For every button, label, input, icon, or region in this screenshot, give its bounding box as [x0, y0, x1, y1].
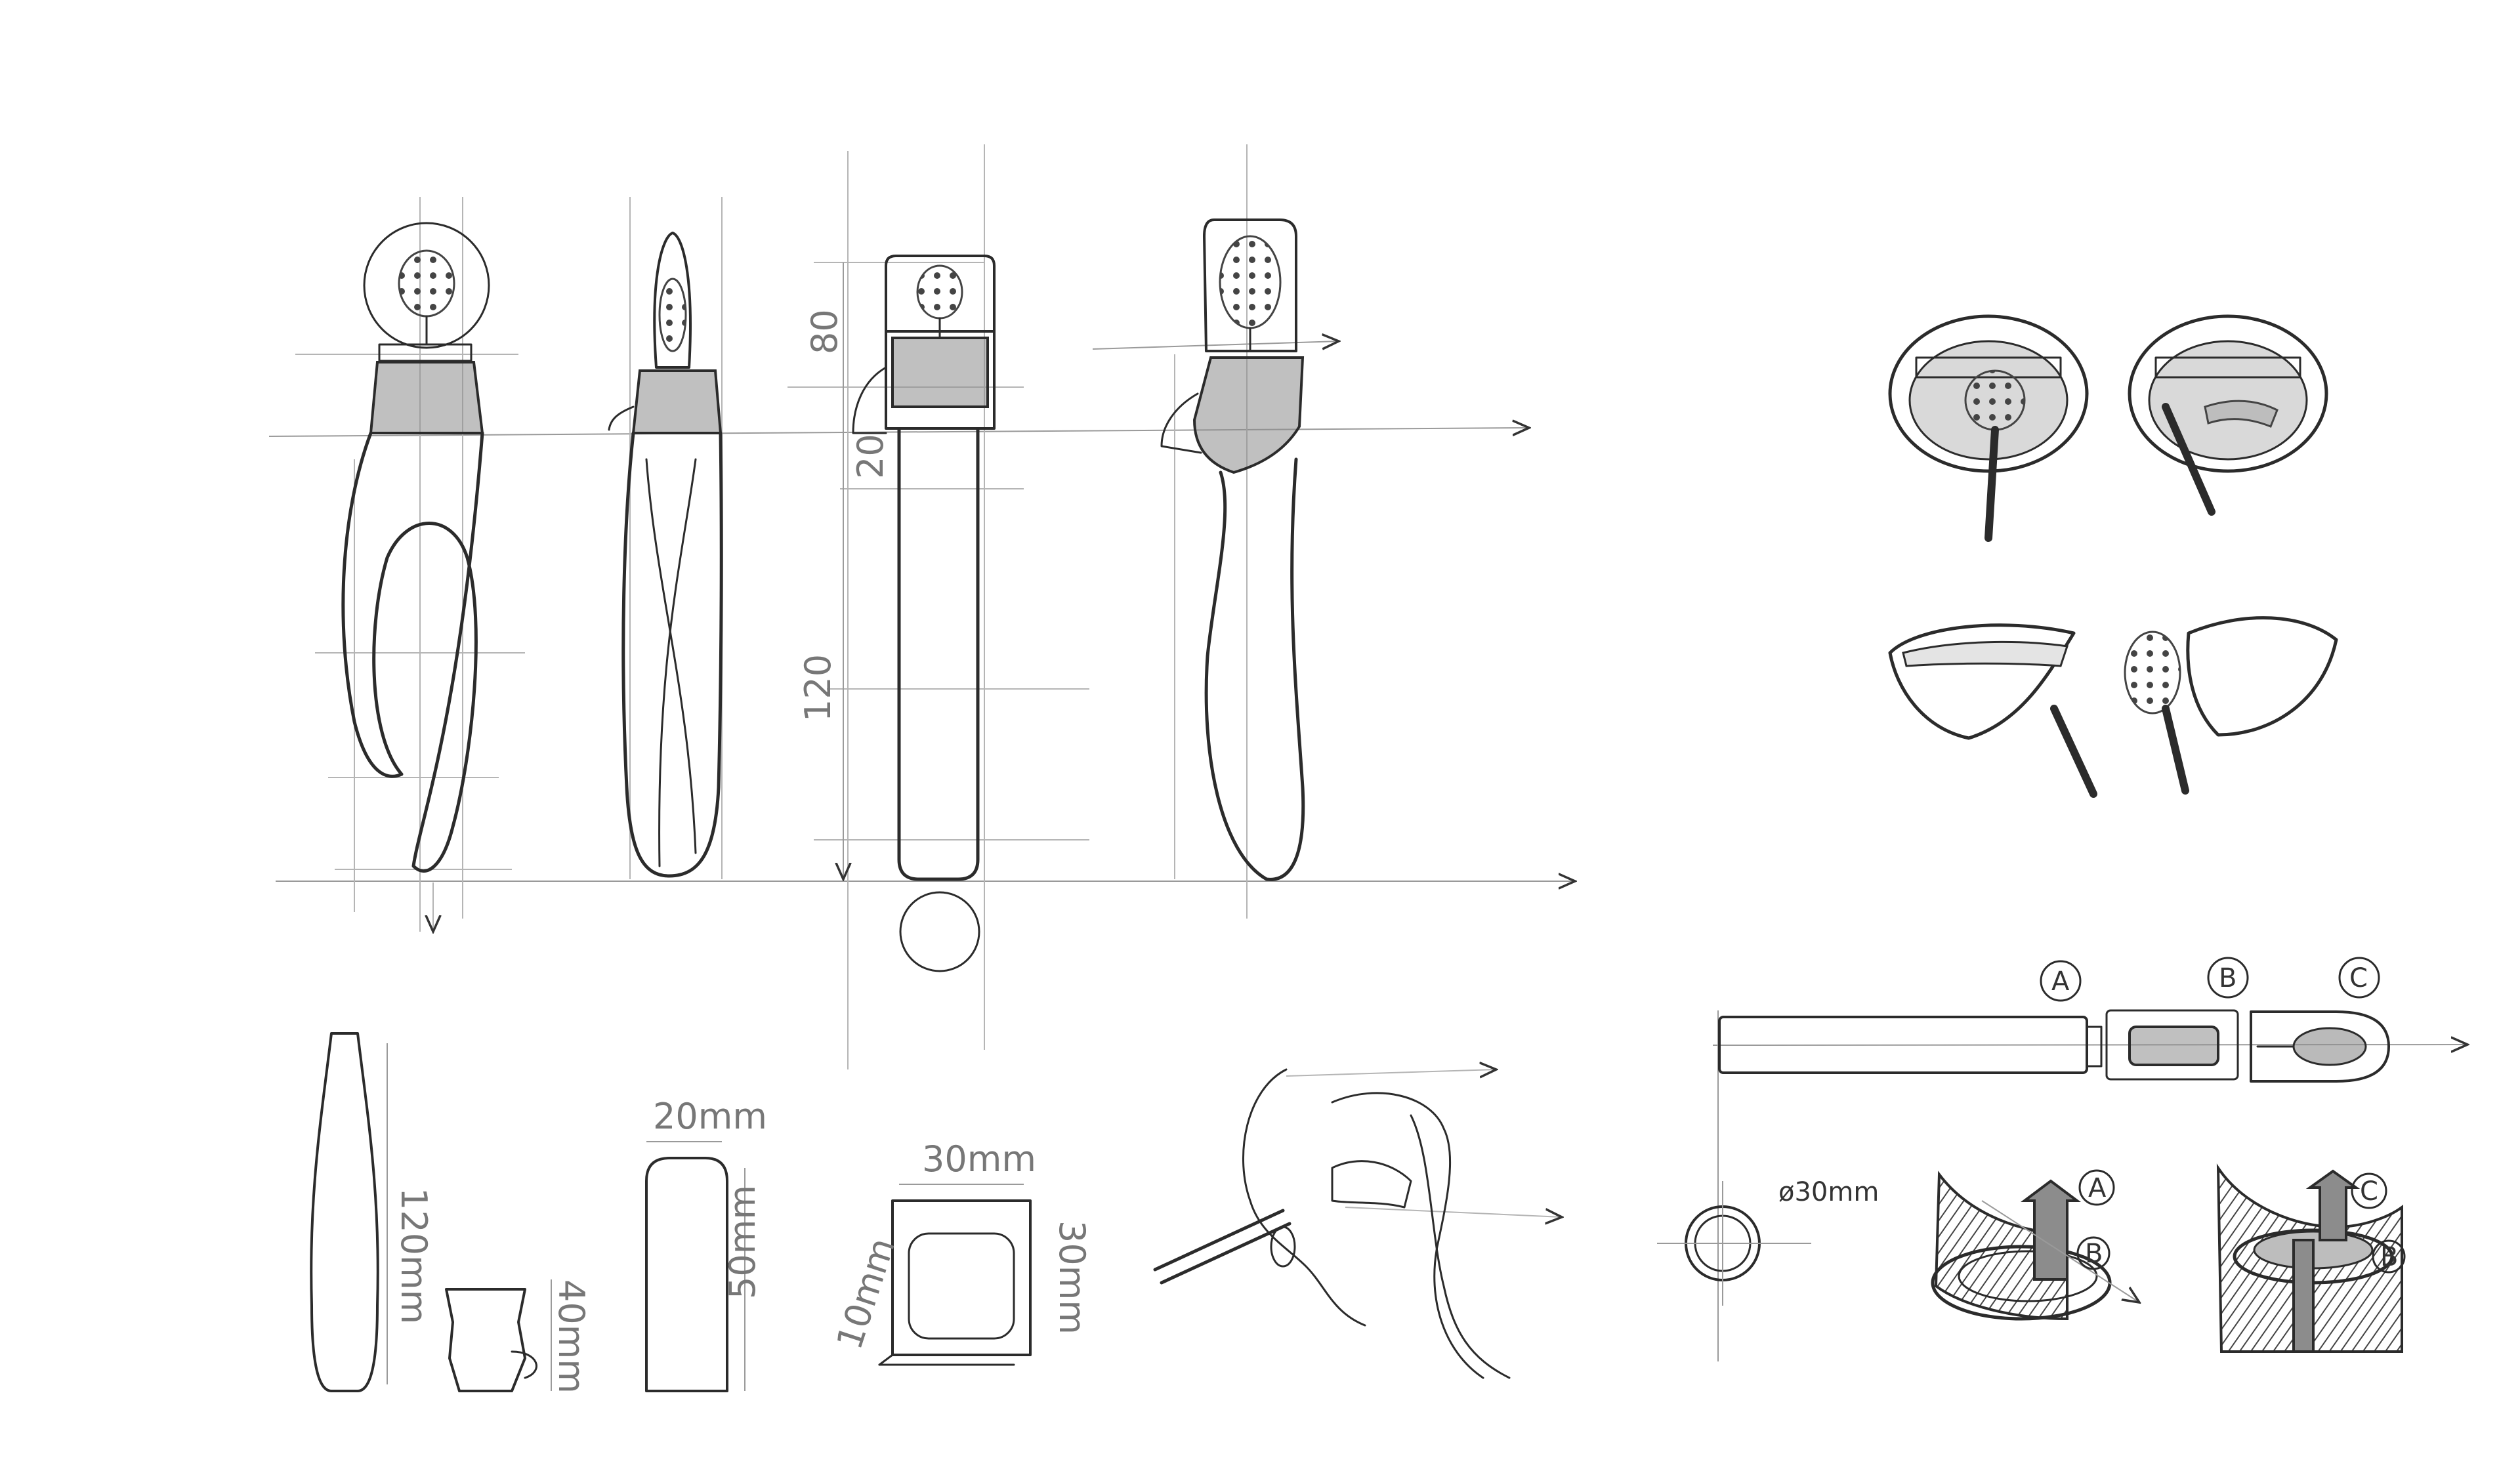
mouth-scene-upper-left: [1888, 314, 2089, 542]
mouth-scene-upper-right: [2128, 314, 2328, 516]
brush-head-sketch: 40mm: [445, 1279, 592, 1394]
callout-c: C: [2349, 963, 2368, 993]
dim-handle-length: 120: [797, 654, 839, 722]
dim-neck-height: 20: [850, 434, 891, 479]
block-sketch: 30mm 30mm 10mm: [828, 1138, 1093, 1366]
mouth-scene-lower-left: [1888, 623, 2097, 798]
dim-head-height: 40mm: [551, 1279, 592, 1394]
callout-a-detail: A: [2088, 1173, 2107, 1203]
callout-b-detail: B: [2085, 1239, 2103, 1269]
dim-cap-height: 50mm: [722, 1185, 763, 1299]
cap-sketch: 20mm 50mm: [645, 1096, 767, 1392]
bottle-sketch: 120mm: [310, 1032, 434, 1392]
joint-detail-cb: C B: [2216, 1163, 2406, 1353]
joint-detail-ab: A B: [1931, 1169, 2139, 1321]
dim-cap-width: 20mm: [653, 1096, 767, 1137]
diameter-section: ø30mm: [1657, 1177, 1879, 1306]
dim-diameter: ø30mm: [1778, 1177, 1879, 1207]
dim-top-height: 80: [804, 309, 845, 354]
callout-b: B: [2219, 963, 2236, 993]
dim-body-length: 120mm: [393, 1188, 434, 1324]
callout-b-detail-2: B: [2380, 1242, 2398, 1272]
mouth-scene-lower-right: [2124, 616, 2338, 795]
dimensioned-view: 80 20 120: [788, 255, 1089, 972]
side-view: [608, 197, 723, 879]
callout-a: A: [2051, 966, 2070, 997]
callout-c-detail: C: [2360, 1176, 2378, 1207]
angled-handle-view: [1092, 218, 1339, 881]
assembly-diagram: A B C: [1712, 957, 2468, 1361]
dim-block-height: 30mm: [1051, 1220, 1093, 1335]
front-view-loop-handle: [295, 197, 525, 932]
dim-block-width: 30mm: [922, 1138, 1036, 1180]
head-profile-sketch: [1153, 1069, 1562, 1379]
